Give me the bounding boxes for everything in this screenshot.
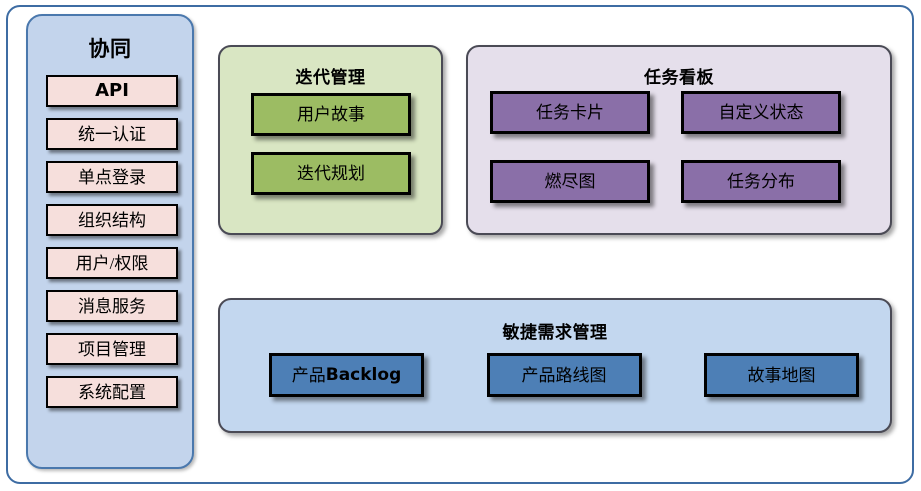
sidebar-item-org-structure[interactable]: 组织结构 — [46, 204, 178, 236]
outer-frame — [6, 5, 914, 484]
sidebar-item-label: 系统配置 — [78, 382, 146, 402]
sidebar-item-system-config[interactable]: 系统配置 — [46, 376, 178, 408]
tile-label: 燃尽图 — [544, 172, 596, 191]
sidebar-item-single-sign-on[interactable]: 单点登录 — [46, 161, 178, 193]
sidebar-item-message-service[interactable]: 消息服务 — [46, 290, 178, 322]
task-board-tile-group: 任务卡片 自定义状态 燃尽图 任务分布 — [490, 91, 872, 203]
sidebar-item-label: API — [95, 80, 129, 101]
tile-task-distribution[interactable]: 任务分布 — [681, 160, 841, 203]
tile-user-story[interactable]: 用户故事 — [251, 93, 411, 136]
tile-label: 故事地图 — [747, 365, 816, 385]
iteration-tile-group: 用户故事 迭代规划 — [251, 93, 411, 211]
sidebar-item-label: 用户/权限 — [75, 253, 149, 273]
tile-burndown-chart[interactable]: 燃尽图 — [490, 160, 650, 203]
sidebar-item-label: 组织结构 — [78, 210, 146, 230]
tile-product-roadmap[interactable]: 产品路线图 — [486, 353, 642, 397]
sidebar-item-unified-auth[interactable]: 统一认证 — [46, 118, 178, 150]
tile-label-latin: Backlog — [325, 364, 402, 385]
tile-custom-status[interactable]: 自定义状态 — [681, 91, 841, 134]
tile-label-han: 产品 — [291, 365, 326, 385]
panel-task-board[interactable]: 任务看板 任务卡片 自定义状态 燃尽图 任务分布 — [466, 45, 892, 235]
panel-collaboration[interactable]: 协同 API 统一认证 单点登录 组织结构 用户/权限 消息服务 项目管理 — [26, 14, 194, 469]
panel-task-board-title: 任务看板 — [644, 68, 714, 88]
sidebar-item-api[interactable]: API — [46, 75, 178, 107]
tile-label: 自定义状态 — [718, 103, 804, 122]
collaboration-service-list: API 统一认证 单点登录 组织结构 用户/权限 消息服务 项目管理 系统配置 — [46, 75, 178, 419]
tile-iteration-planning[interactable]: 迭代规划 — [251, 152, 411, 195]
panel-iteration-management[interactable]: 迭代管理 用户故事 迭代规划 — [218, 45, 443, 235]
tile-label: 任务卡片 — [536, 103, 604, 122]
tile-label: 迭代规划 — [297, 164, 365, 183]
sidebar-item-label: 单点登录 — [78, 167, 146, 187]
sidebar-item-label: 项目管理 — [78, 339, 146, 359]
sidebar-item-label: 统一认证 — [78, 124, 146, 144]
tile-story-map[interactable]: 故事地图 — [704, 353, 859, 397]
sidebar-item-project-management[interactable]: 项目管理 — [46, 333, 178, 365]
tile-label: 用户故事 — [297, 105, 365, 124]
tile-task-card[interactable]: 任务卡片 — [490, 91, 650, 134]
panel-iteration-management-title: 迭代管理 — [295, 68, 366, 88]
panel-collaboration-title: 协同 — [88, 37, 132, 61]
sidebar-item-user-permission[interactable]: 用户/权限 — [46, 247, 178, 279]
tile-label: 产品路线图 — [521, 365, 607, 385]
panel-agile-requirements-title: 敏捷需求管理 — [502, 323, 608, 343]
sidebar-item-label: 消息服务 — [78, 296, 146, 316]
tile-label: 任务分布 — [727, 172, 795, 191]
